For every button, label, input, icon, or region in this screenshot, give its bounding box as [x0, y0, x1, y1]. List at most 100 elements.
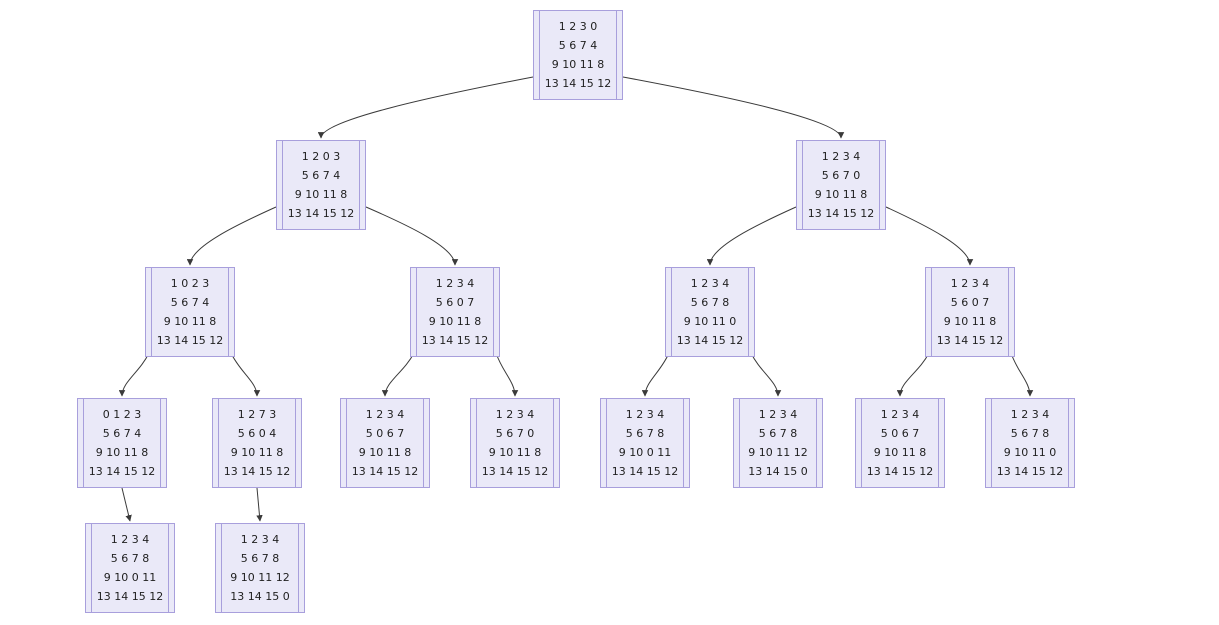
grid-row: 9 10 11 8	[814, 188, 868, 201]
grid-row: 5 6 7 8	[240, 552, 280, 565]
grid-row: 5 0 6 7	[365, 427, 405, 440]
grid-row: 5 6 0 4	[237, 427, 277, 440]
grid-row: 1 2 3 4	[821, 150, 861, 163]
grid-row: 9 10 11 8	[873, 446, 927, 459]
tree-edge-RR-RRL	[896, 352, 930, 397]
tree-edge-root-L	[317, 76, 534, 139]
grid-row: 13 14 15 12	[156, 334, 224, 347]
tree-edge-LR-LRL	[381, 352, 415, 397]
tree-edge-LLL-LLLD	[121, 487, 132, 522]
grid-row: 9 10 11 8	[230, 446, 284, 459]
puzzle-node-LLR: 1 2 7 3 5 6 0 4 9 10 11 8 13 14 15 12	[212, 398, 302, 488]
grid-row: 5 6 7 0	[821, 169, 861, 182]
grid-row: 5 6 7 4	[301, 169, 341, 182]
grid-row: 9 10 11 0	[1003, 446, 1057, 459]
grid-row: 13 14 15 12	[88, 465, 156, 478]
grid-row: 5 0 6 7	[880, 427, 920, 440]
grid-row: 1 2 0 3	[301, 150, 341, 163]
grid-row: 9 10 11 0	[683, 315, 737, 328]
grid-row: 13 14 15 12	[421, 334, 489, 347]
tree-edge-L-LL	[186, 206, 277, 266]
grid-row: 1 2 3 4	[110, 533, 150, 546]
grid-row: 1 2 3 4	[495, 408, 535, 421]
puzzle-node-LLRD: 1 2 3 4 5 6 7 8 9 10 11 12 13 14 15 0	[215, 523, 305, 613]
grid-row: 1 2 3 4	[625, 408, 665, 421]
puzzle-node-RL: 1 2 3 4 5 6 7 8 9 10 11 0 13 14 15 12	[665, 267, 755, 357]
grid-row: 1 2 3 4	[690, 277, 730, 290]
puzzle-grid: 1 2 3 4 5 6 7 8 9 10 11 0 13 14 15 12	[673, 268, 747, 356]
grid-row: 13 14 15 0	[230, 590, 290, 603]
grid-row: 9 10 11 8	[95, 446, 149, 459]
tree-edge-L-LR	[365, 206, 459, 266]
grid-row: 1 2 3 4	[240, 533, 280, 546]
grid-row: 9 10 0 11	[103, 571, 157, 584]
grid-row: 1 2 3 4	[1010, 408, 1050, 421]
grid-row: 13 14 15 12	[676, 334, 744, 347]
tree-edge-LR-LRR	[495, 352, 519, 397]
grid-row: 5 6 7 8	[625, 427, 665, 440]
puzzle-grid: 1 2 3 4 5 6 7 8 9 10 11 0 13 14 15 12	[993, 399, 1067, 487]
grid-row: 13 14 15 0	[748, 465, 808, 478]
tree-edge-LL-LLL	[118, 352, 150, 397]
grid-row: 1 2 3 0	[558, 20, 598, 33]
grid-row: 13 14 15 12	[807, 207, 875, 220]
grid-row: 13 14 15 12	[996, 465, 1064, 478]
grid-row: 13 14 15 12	[96, 590, 164, 603]
grid-row: 1 2 7 3	[237, 408, 277, 421]
tree-edge-LLR-LLRD	[256, 487, 263, 522]
grid-row: 1 0 2 3	[170, 277, 210, 290]
puzzle-node-LR: 1 2 3 4 5 6 0 7 9 10 11 8 13 14 15 12	[410, 267, 500, 357]
puzzle-grid: 1 2 3 4 5 6 7 0 9 10 11 8 13 14 15 12	[804, 141, 878, 229]
grid-row: 9 10 11 12	[748, 446, 808, 459]
puzzle-grid: 1 2 3 4 5 6 0 7 9 10 11 8 13 14 15 12	[418, 268, 492, 356]
tree-edge-RL-RLL	[641, 352, 670, 397]
grid-row: 5 6 0 7	[950, 296, 990, 309]
puzzle-node-RRL: 1 2 3 4 5 0 6 7 9 10 11 8 13 14 15 12	[855, 398, 945, 488]
puzzle-node-R: 1 2 3 4 5 6 7 0 9 10 11 8 13 14 15 12	[796, 140, 886, 230]
grid-row: 5 6 7 4	[558, 39, 598, 52]
tree-edge-R-RR	[885, 206, 974, 266]
grid-row: 1 2 3 4	[880, 408, 920, 421]
grid-row: 13 14 15 12	[866, 465, 934, 478]
tree-edge-LL-LLR	[230, 352, 261, 397]
grid-row: 13 14 15 12	[611, 465, 679, 478]
grid-row: 1 2 3 4	[435, 277, 475, 290]
grid-row: 5 6 7 8	[758, 427, 798, 440]
tree-edge-root-R	[622, 76, 845, 139]
grid-row: 1 2 3 4	[365, 408, 405, 421]
grid-row: 9 10 11 8	[428, 315, 482, 328]
tree-edge-RR-RRR	[1010, 352, 1034, 397]
grid-row: 5 6 7 4	[170, 296, 210, 309]
grid-row: 5 6 0 7	[435, 296, 475, 309]
grid-row: 5 6 7 8	[690, 296, 730, 309]
puzzle-grid: 1 2 3 4 5 6 7 8 9 10 11 12 13 14 15 0	[223, 524, 297, 612]
puzzle-node-RRR: 1 2 3 4 5 6 7 8 9 10 11 0 13 14 15 12	[985, 398, 1075, 488]
grid-row: 9 10 11 12	[230, 571, 290, 584]
grid-row: 13 14 15 12	[223, 465, 291, 478]
grid-row: 0 1 2 3	[102, 408, 142, 421]
puzzle-grid: 1 2 7 3 5 6 0 4 9 10 11 8 13 14 15 12	[220, 399, 294, 487]
grid-row: 1 2 3 4	[950, 277, 990, 290]
grid-row: 9 10 11 8	[551, 58, 605, 71]
grid-row: 5 6 7 8	[110, 552, 150, 565]
puzzle-grid: 1 2 3 4 5 0 6 7 9 10 11 8 13 14 15 12	[863, 399, 937, 487]
grid-row: 5 6 7 0	[495, 427, 535, 440]
puzzle-node-LLLD: 1 2 3 4 5 6 7 8 9 10 0 11 13 14 15 12	[85, 523, 175, 613]
grid-row: 13 14 15 12	[351, 465, 419, 478]
grid-row: 5 6 7 8	[1010, 427, 1050, 440]
